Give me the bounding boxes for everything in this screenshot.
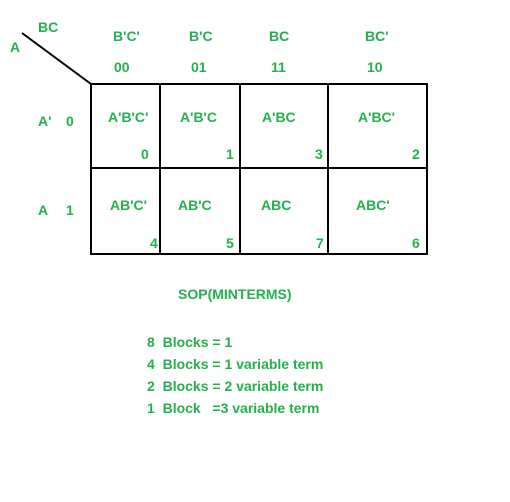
cell-term-1-3: ABC' [356,197,390,213]
rule-count: 1 [147,400,155,416]
column-term-0: B'C' [113,28,140,44]
column-code-3: 10 [367,59,383,75]
cell-minterm-1-3: 6 [412,235,420,251]
row-code-0: 0 [66,113,74,129]
cell-term-0-3: A'BC' [358,109,395,125]
cell-minterm-0-1: 1 [226,146,234,162]
rule-value: 1 [224,356,233,372]
rule-equals: = [212,400,221,416]
column-code-2: 11 [271,59,286,75]
row-variable-label: A [10,39,21,55]
rule-equals: = [212,356,221,372]
rule-value: 2 [224,378,233,394]
column-code-1: 01 [191,59,207,75]
cell-minterm-0-3: 2 [412,146,420,162]
rule-equals: = [212,378,221,394]
cell-term-0-1: A'B'C [180,109,217,125]
row-term-1: A [38,202,49,218]
cell-term-1-1: AB'C [178,197,212,213]
rule-count: 4 [147,356,155,372]
cell-term-0-0: A'B'C' [108,109,149,125]
rule-count: 8 [147,334,155,350]
rule-line-0: 8 Blocks = 1 [147,335,232,349]
rule-line-2: 2 Blocks = 2 variable term [147,379,323,393]
cell-minterm-0-0: 0 [141,146,149,162]
cell-minterm-1-0: 4 [150,235,158,251]
cell-term-0-2: A'BC [262,109,296,125]
column-term-3: BC' [365,28,389,44]
column-term-2: BC [269,28,290,44]
rule-unit: Blocks [162,334,209,350]
cell-term-1-0: AB'C' [110,197,147,213]
cell-term-1-2: ABC [261,197,292,213]
rule-value: 1 [224,334,233,350]
rule-suffix: variable term [236,378,324,394]
rule-line-3: 1 Block =3 variable term [147,401,319,415]
cell-minterm-1-1: 5 [226,235,234,251]
rule-unit: Block [162,400,201,416]
row-term-0: A' [38,113,52,129]
column-code-0: 00 [114,59,130,75]
column-term-1: B'C [189,28,213,44]
rule-value: 3 [220,400,229,416]
rule-unit: Blocks [162,378,209,394]
column-variable-label: BC [38,19,59,35]
rule-suffix: variable term [236,356,324,372]
row-code-1: 1 [66,202,74,218]
rule-count: 2 [147,378,155,394]
cell-minterm-1-2: 7 [316,235,324,251]
rule-line-1: 4 Blocks = 1 variable term [147,357,323,371]
sop-title: SOP(MINTERMS) [178,286,292,302]
rule-equals: = [212,334,221,350]
rule-suffix: variable term [232,400,320,416]
corner-diagonal-line [21,32,92,85]
rule-unit: Blocks [162,356,209,372]
cell-minterm-0-2: 3 [315,146,323,162]
